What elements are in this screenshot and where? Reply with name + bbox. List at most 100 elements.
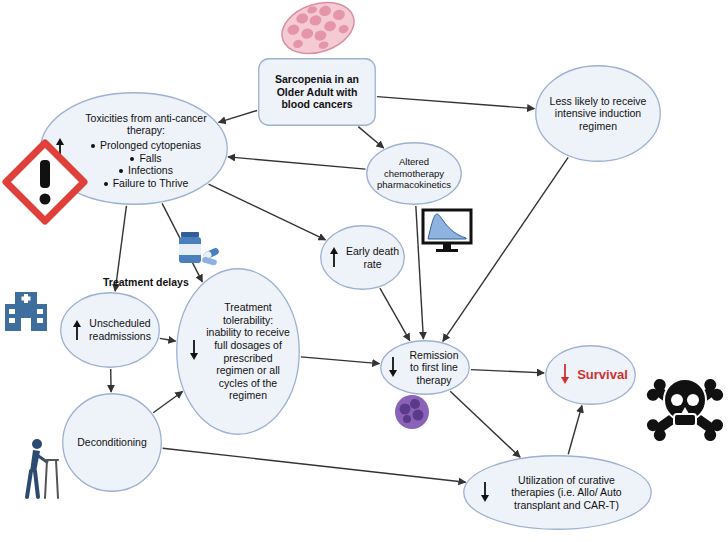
trend-arrow — [330, 247, 338, 254]
node-label: Survival — [577, 367, 628, 383]
hospital-icon — [22, 297, 31, 301]
skull-crossbones-icon — [709, 417, 726, 434]
pills-icon — [202, 250, 212, 260]
connector-arrow — [110, 369, 112, 392]
node-label: Altered chemotherapy pharmacokinetics — [371, 156, 457, 190]
ellipse-outline — [381, 341, 470, 395]
skull-crossbones-icon — [651, 427, 668, 444]
monitor-icon — [423, 210, 471, 252]
blood-cell-icon — [403, 415, 411, 423]
node-label: Utilization of curative therapies (i.e. … — [503, 474, 630, 512]
ellipse-outline — [63, 394, 162, 492]
connector-arrow — [162, 203, 202, 281]
connector-arrow — [301, 357, 380, 364]
pills-icon — [179, 237, 201, 263]
trend-arrow — [561, 364, 569, 384]
connector-arrow — [450, 391, 520, 457]
skull-crossbones-icon — [702, 427, 719, 444]
skull-crossbones-icon — [645, 386, 662, 403]
muscle-illustration — [295, 12, 310, 25]
skull-crossbones-icon — [645, 417, 662, 434]
blood-cell-icon — [395, 395, 429, 429]
node-text: Treatment tolerability: inability to rec… — [176, 268, 300, 435]
connector-arrow — [358, 127, 383, 148]
bullet-item: Infections — [119, 164, 173, 177]
skull-crossbones-icon — [702, 377, 719, 394]
trend-arrow — [389, 357, 397, 377]
walker-person-icon — [27, 471, 38, 497]
ellipse-outline — [464, 456, 652, 530]
muscle-illustration — [308, 14, 323, 27]
connector-arrow — [416, 206, 424, 339]
connector-arrow — [219, 111, 257, 123]
ellipse-outline — [320, 225, 405, 290]
muscle-illustration — [275, 0, 360, 62]
muscle-illustration — [318, 4, 333, 17]
outcome-ellipse: Deconditioning — [62, 393, 162, 492]
bullet-item: Falls — [130, 152, 161, 165]
skull-crossbones-icon — [653, 385, 718, 434]
muscle-illustration — [323, 20, 338, 33]
ellipse-outline — [367, 143, 462, 205]
node-text: Unscheduled readmissions — [60, 292, 160, 368]
ellipse-outline — [177, 269, 300, 435]
node-text: Less likely to receive intensive inducti… — [535, 65, 661, 162]
node-text: Sarcopenia in an Older Adult with blood … — [258, 58, 376, 126]
node-text: Early death rate — [320, 225, 405, 290]
node-text: Utilization of curative therapies (i.e. … — [463, 455, 652, 530]
muscle-illustration — [313, 29, 328, 42]
hospital-icon — [37, 309, 43, 314]
outcome-ellipse: Utilization of curative therapies (i.e. … — [463, 455, 652, 530]
walker-person-icon — [30, 450, 40, 472]
node-text: Toxicities from anti-cancer therapy:Prol… — [40, 92, 228, 205]
node-label: Unscheduled readmissions — [86, 317, 154, 342]
outcome-ellipse: Remission to first line therapy — [380, 340, 470, 395]
blood-cell-icon — [413, 410, 424, 421]
skull-crossbones-icon — [687, 394, 699, 406]
connector-arrow — [163, 448, 466, 482]
trend-arrow — [73, 320, 81, 340]
walker-person-icon — [44, 460, 58, 498]
connector-arrow — [380, 288, 410, 340]
hospital-icon — [21, 318, 31, 331]
muscle-illustration — [332, 8, 347, 21]
outcome-ellipse: Treatment tolerability: inability to rec… — [176, 268, 300, 435]
ellipse-outline — [536, 66, 661, 162]
trend-arrow — [561, 377, 569, 384]
connector-arrow — [471, 370, 544, 373]
muscle-illustration — [292, 39, 304, 50]
skull-crossbones-icon — [664, 379, 706, 421]
node-label: Sarcopenia in an Older Adult with blood … — [266, 73, 368, 111]
blood-cell-icon — [395, 395, 429, 429]
walker-person-icon — [27, 439, 58, 498]
effect-ellipse: Altered chemotherapy pharmacokinetics — [366, 142, 462, 205]
muscle-illustration — [286, 23, 301, 36]
node-text: Deconditioning — [62, 393, 162, 492]
walker-person-icon — [32, 439, 42, 449]
trend-arrow — [389, 370, 397, 377]
outcome-ellipse: Unscheduled readmissions — [60, 292, 160, 368]
node-label: Deconditioning — [77, 436, 146, 449]
muscle-illustration — [275, 0, 360, 62]
hospital-icon — [24, 294, 28, 303]
connector-arrow — [153, 392, 182, 413]
ellipse-outline — [41, 93, 228, 205]
skull-crossbones-icon — [645, 377, 726, 444]
walker-person-icon — [37, 455, 47, 462]
bullet-item: Failure to Thrive — [104, 177, 189, 190]
hospital-icon — [5, 292, 47, 331]
monitor-icon — [443, 243, 451, 249]
ellipse-outline — [546, 346, 636, 405]
node-label: Early death rate — [344, 245, 401, 270]
trend-arrow — [56, 138, 64, 158]
skull-crossbones-icon — [653, 385, 718, 434]
skull-crossbones-icon — [709, 386, 726, 403]
blood-cell-icon — [410, 399, 420, 409]
trend-arrow — [481, 482, 489, 502]
skull-crossbones-icon — [651, 377, 668, 394]
pills-icon — [201, 256, 217, 266]
node-text: Remission to first line therapy — [380, 340, 470, 395]
node-label: Less likely to receive intensive inducti… — [549, 95, 647, 133]
node-label: Remission to first line therapy — [404, 349, 464, 387]
outcome-ellipse: Early death rate — [320, 225, 405, 290]
